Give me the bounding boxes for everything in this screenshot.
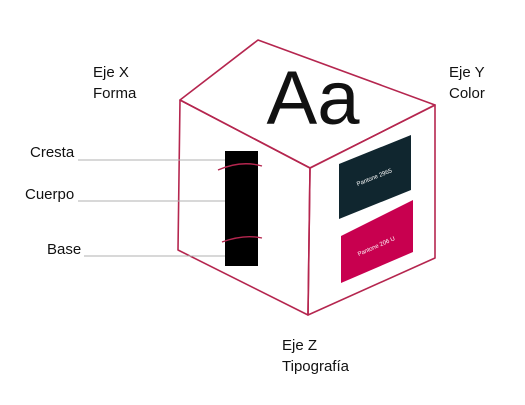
swatch-2-fill	[341, 200, 413, 283]
shape-bar	[225, 151, 258, 266]
axis-y-line2: Color	[449, 85, 485, 102]
cube	[177, 39, 436, 316]
bar-curve-top	[217, 163, 263, 171]
swatch-1: Pantone 2965	[339, 135, 411, 219]
label-cuerpo: Cuerpo	[25, 186, 74, 203]
axis-z-line1: Eje Z	[282, 337, 317, 354]
leader-lines	[78, 159, 232, 257]
swatch-2: Pantone 206 U	[341, 200, 413, 283]
label-base: Base	[47, 241, 81, 258]
bar-curves	[217, 163, 263, 243]
axis-z-line2: Tipografía	[282, 358, 350, 375]
bar-curve-bottom	[221, 235, 263, 243]
specimen-text: Aa	[267, 56, 361, 141]
axis-x-line2: Forma	[93, 85, 137, 102]
axis-x-line1: Eje X	[93, 64, 129, 81]
axis-y-line1: Eje Y	[449, 64, 485, 81]
swatch-1-fill	[339, 135, 411, 219]
label-cresta: Cresta	[30, 144, 75, 161]
cube-right-face	[307, 104, 436, 316]
